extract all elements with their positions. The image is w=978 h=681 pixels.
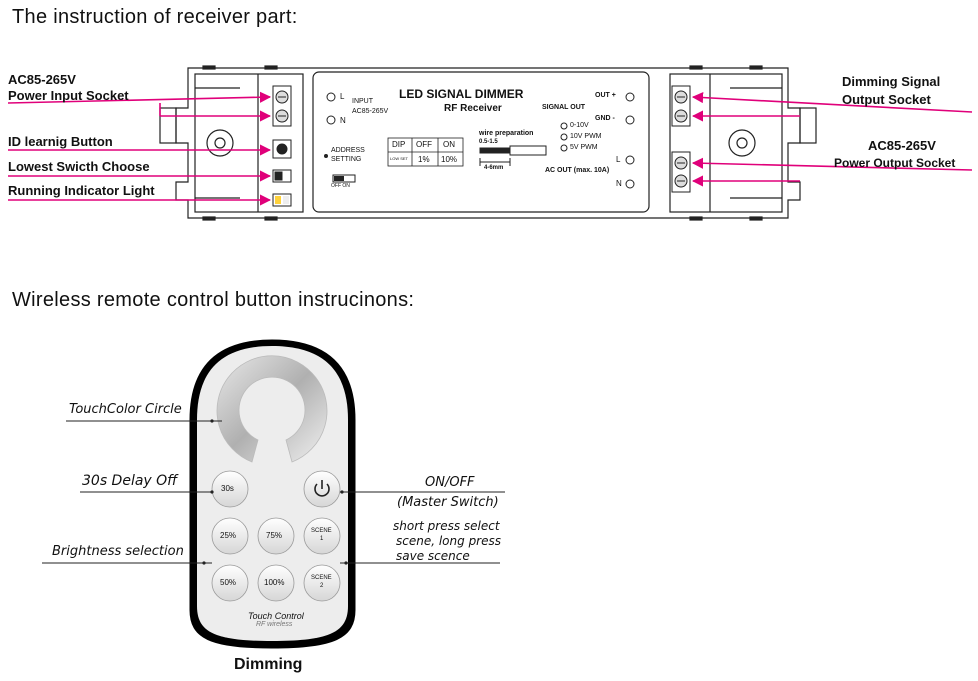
delay-button-label: 30s — [221, 484, 234, 493]
b75-label: 75% — [266, 531, 283, 540]
address-dot — [324, 154, 328, 158]
right-arrows — [691, 91, 973, 187]
scene-label-line2: scene, long press — [396, 534, 501, 548]
scene2-top-label: SCENE — [311, 575, 332, 581]
dip-header-on: ON — [443, 140, 455, 149]
power-input-label-line1: AC85-265V — [8, 72, 76, 87]
dip-row-low-set: LOW SET — [390, 156, 409, 161]
power-output-terminal-block — [671, 151, 691, 193]
power-output-label-line2: Power Output Socket — [834, 156, 956, 170]
panel-signal-out: SIGNAL OUT — [542, 104, 586, 111]
brightness-75-button[interactable] — [257, 517, 295, 555]
panel-input-range: AC85-265V — [352, 108, 389, 115]
wire-size-label: 0.5-1.5 — [479, 139, 498, 145]
b100-label: 100% — [264, 578, 285, 587]
brightness-100-button[interactable] — [257, 564, 295, 602]
brightness-label: Brightness selection — [52, 544, 184, 559]
scene-2-button[interactable] — [303, 564, 341, 602]
lowest-switch-shape — [272, 169, 292, 183]
dimming-output-label-line1: Dimming Signal — [842, 74, 941, 89]
remote-leader-dots — [202, 419, 348, 565]
power-input-label-line2: Power Input Socket — [8, 88, 129, 103]
remote-brand-2: RF wireless — [256, 621, 293, 628]
touch-circle-label: TouchColor Circle — [69, 402, 182, 417]
scene-label-line1: short press select — [393, 519, 500, 533]
scene-label-line3: save scence — [396, 549, 470, 563]
dip-header-off: OFF — [416, 140, 432, 149]
signal-option-0-10v: 0-10V — [570, 122, 589, 129]
wire-prep-label: wire preparation — [479, 130, 534, 137]
scene1-top-label: SCENE — [311, 528, 332, 534]
scene1-num-label: 1 — [320, 536, 324, 542]
panel-input-label: INPUT — [352, 98, 373, 105]
dip-table — [387, 137, 464, 167]
center-label-panel — [312, 71, 650, 213]
power-output-label-line1: AC85-265V — [868, 138, 936, 153]
receiver-case — [159, 65, 817, 221]
panel-off-on: OFF ON — [331, 183, 350, 189]
panel-address-1: ADDRESS — [331, 147, 365, 154]
onoff-label-line1: ON/OFF — [425, 475, 475, 490]
panel-out-n: N — [616, 179, 622, 188]
panel-terminal-circles — [326, 92, 635, 189]
panel-gnd-minus: GND - — [595, 115, 615, 122]
remote-leader-lines — [42, 420, 505, 564]
brightness-50-button[interactable] — [211, 564, 249, 602]
panel-out-plus: OUT + — [595, 92, 616, 99]
delay-off-label: 30s Delay Off — [82, 473, 178, 489]
signal-option-10v-pwm: 10V PWM — [570, 133, 602, 140]
panel-subtitle: RF Receiver — [444, 103, 502, 114]
remote-brand-1: Touch Control — [248, 611, 304, 621]
scene2-num-label: 2 — [320, 583, 324, 589]
remote-caption: Dimming — [234, 656, 303, 673]
panel-address-2: SETTING — [331, 156, 362, 163]
id-button-label: ID learnig Button — [8, 134, 113, 149]
brightness-25-button[interactable] — [211, 517, 249, 555]
dip-row-off: 1% — [418, 155, 430, 164]
delay-off-button[interactable] — [211, 470, 249, 508]
indicator-light-shape — [272, 193, 292, 207]
panel-input-n: N — [340, 116, 346, 125]
id-learning-button-shape — [272, 139, 292, 159]
dip-row-on: 10% — [441, 155, 458, 164]
signal-option-5v-pwm: 5V PWM — [570, 144, 598, 151]
panel-ac-out: AC OUT (max. 10A) — [545, 167, 610, 174]
input-terminal-block — [272, 85, 292, 127]
panel-out-l: L — [616, 155, 621, 164]
remote-section-title: Wireless remote control button instrucin… — [12, 289, 415, 311]
b50-label: 50% — [220, 578, 237, 587]
panel-title: LED SIGNAL DIMMER — [399, 87, 524, 101]
remote-buttons — [211, 470, 341, 602]
receiver-section-title: The instruction of receiver part: — [12, 6, 298, 28]
power-icon — [314, 480, 330, 497]
wire-prep-drawing — [479, 145, 547, 166]
panel-input-l: L — [340, 92, 345, 101]
left-arrows — [7, 91, 272, 206]
signal-output-terminal-block — [671, 85, 691, 127]
onoff-label-line2: (Master Switch) — [397, 495, 499, 510]
scene-1-button[interactable] — [303, 517, 341, 555]
touch-color-circle[interactable] — [216, 355, 328, 463]
dimming-output-label-line2: Output Socket — [842, 92, 931, 107]
dip-header-dip: DIP — [392, 140, 406, 149]
wire-len-label: 4-6mm — [484, 165, 504, 171]
b25-label: 25% — [220, 531, 237, 540]
indicator-label: Running Indicator Light — [8, 183, 155, 198]
lowest-switch-label: Lowest Swicth Choose — [8, 159, 150, 174]
